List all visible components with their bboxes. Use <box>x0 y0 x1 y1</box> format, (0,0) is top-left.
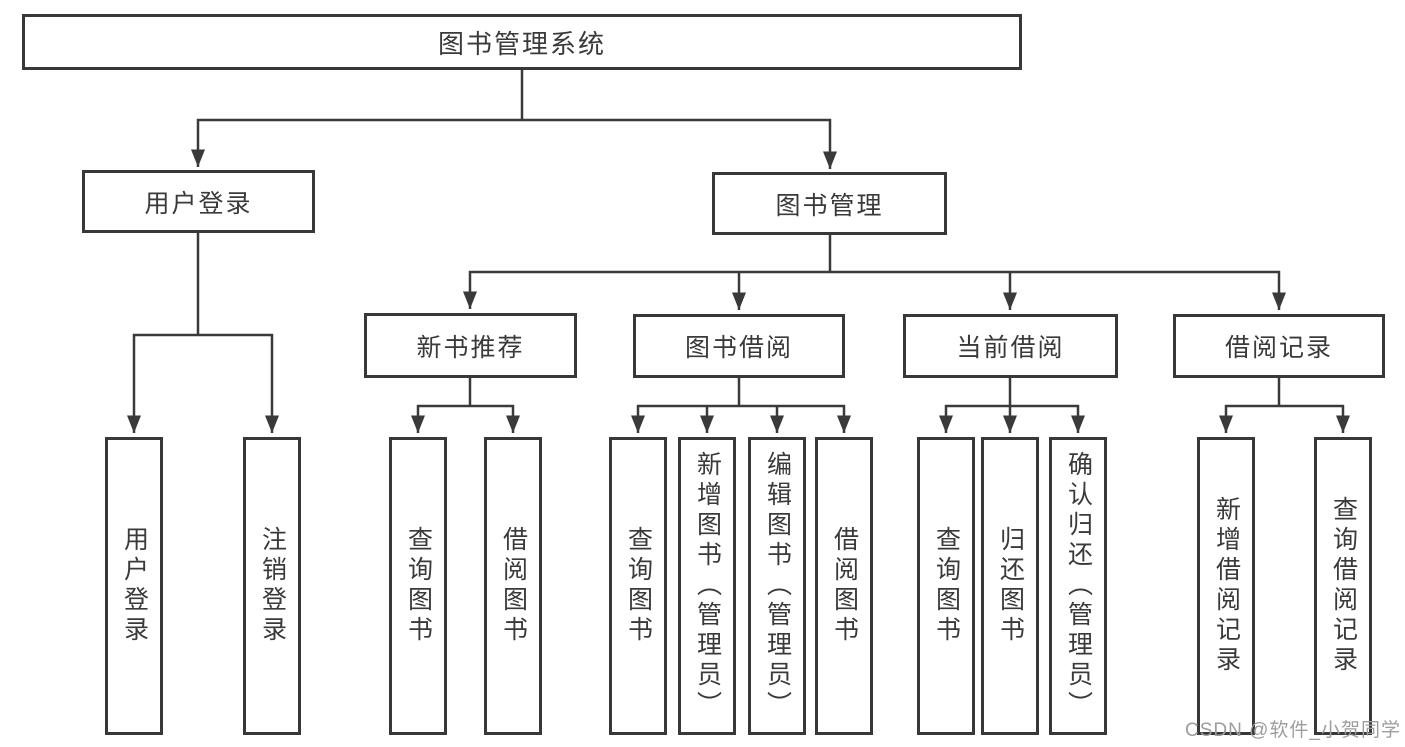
leaf-logout: 注销登录 <box>243 437 301 735</box>
watermark: CSDN @软件_小贺同学 <box>1185 720 1401 741</box>
leaf-query-books-recommend: 查询图书 <box>389 437 447 735</box>
leaf-borrow-books-recommend-label: 借阅图书 <box>499 526 528 646</box>
leaf-add-book-admin: 新增图书（管理员） <box>678 437 736 735</box>
leaf-borrow-books-recommend: 借阅图书 <box>484 437 542 735</box>
node-borrow-records: 借阅记录 <box>1173 314 1385 378</box>
leaf-confirm-return-admin: 确认归还（管理员） <box>1049 437 1107 735</box>
leaf-confirm-return-admin-label: 确认归还（管理员） <box>1064 451 1093 721</box>
node-root: 图书管理系统 <box>22 14 1022 70</box>
leaf-query-borrow-record-label: 查询借阅记录 <box>1329 496 1358 676</box>
node-root-label: 图书管理系统 <box>437 28 606 59</box>
leaf-query-books-current-label: 查询图书 <box>932 526 961 646</box>
leaf-add-book-admin-label: 新增图书（管理员） <box>693 451 722 721</box>
node-current-borrow-label: 当前借阅 <box>956 334 1065 362</box>
leaf-query-books-current: 查询图书 <box>917 437 975 735</box>
leaf-query-books-borrow: 查询图书 <box>609 437 667 735</box>
leaf-edit-book-admin: 编辑图书（管理员） <box>748 437 806 735</box>
node-user-login-label: 用户登录 <box>144 189 253 218</box>
leaf-query-borrow-record: 查询借阅记录 <box>1314 437 1372 735</box>
leaf-return-books-label: 归还图书 <box>996 526 1025 646</box>
node-current-borrow: 当前借阅 <box>903 314 1118 378</box>
leaf-add-borrow-record-label: 新增借阅记录 <box>1212 496 1241 676</box>
leaf-edit-book-admin-label: 编辑图书（管理员） <box>763 451 792 721</box>
node-book-borrow-label: 图书借阅 <box>684 334 793 362</box>
leaf-query-books-borrow-label: 查询图书 <box>624 526 653 646</box>
node-book-management-label: 图书管理 <box>775 191 884 220</box>
node-user-login: 用户登录 <box>82 170 315 233</box>
node-new-book-recommend: 新书推荐 <box>364 313 577 378</box>
leaf-borrow-books-label: 借阅图书 <box>830 526 859 646</box>
leaf-user-login-label: 用户登录 <box>120 526 149 646</box>
leaf-logout-label: 注销登录 <box>258 526 287 646</box>
leaf-borrow-books: 借阅图书 <box>815 437 873 735</box>
leaf-user-login: 用户登录 <box>105 437 163 735</box>
leaf-query-books-recommend-label: 查询图书 <box>404 526 433 646</box>
node-new-book-recommend-label: 新书推荐 <box>416 333 525 362</box>
node-borrow-records-label: 借阅记录 <box>1224 334 1333 362</box>
node-book-borrow: 图书借阅 <box>633 314 845 378</box>
leaf-return-books: 归还图书 <box>981 437 1039 735</box>
node-book-management: 图书管理 <box>712 172 947 235</box>
leaf-add-borrow-record: 新增借阅记录 <box>1197 437 1255 735</box>
